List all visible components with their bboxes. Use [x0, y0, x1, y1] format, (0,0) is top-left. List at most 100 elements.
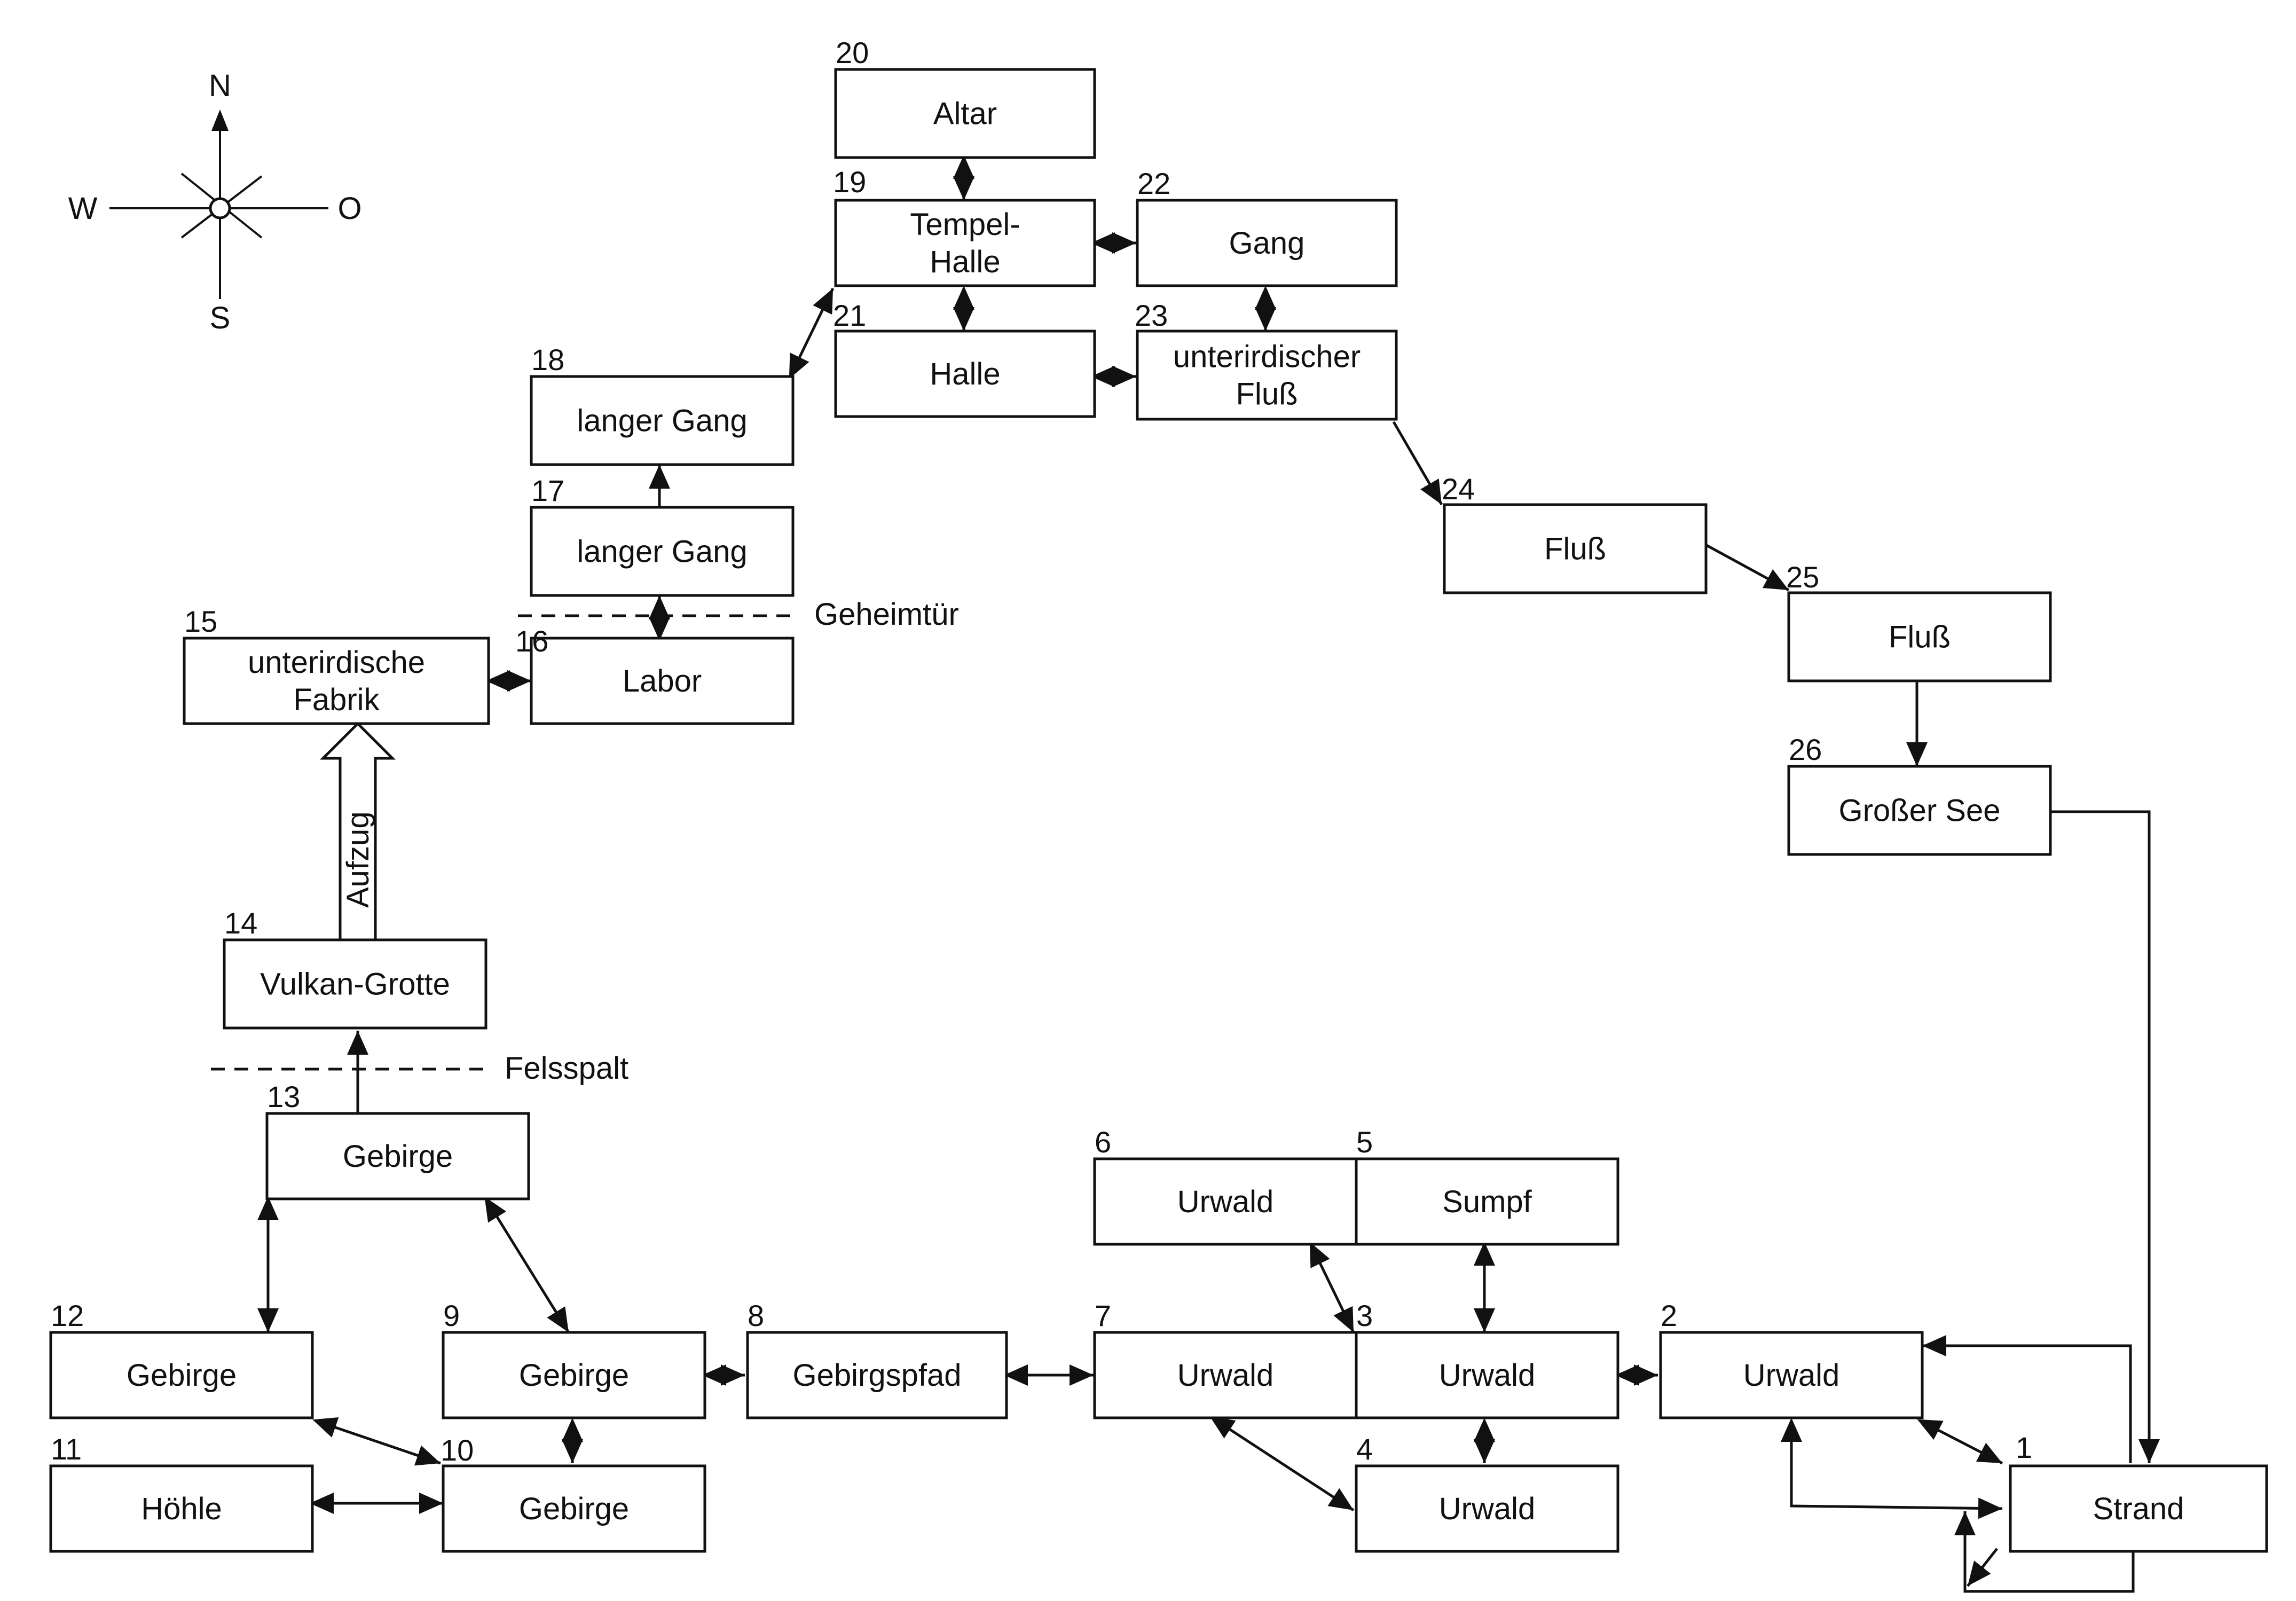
elevator-arrow: Aufzug: [319, 721, 396, 943]
room-number: 20: [836, 36, 869, 69]
room-name: Fluß: [1544, 532, 1606, 567]
compass-west-label: W: [68, 191, 98, 226]
room-name: Halle: [930, 245, 1000, 279]
room-box: [1136, 329, 1398, 421]
room-name: Altar: [933, 97, 997, 131]
room-number: 17: [531, 474, 564, 507]
room-number: 18: [531, 343, 564, 376]
room-name: langer Gang: [577, 535, 747, 569]
room-box: [834, 329, 1096, 418]
connection-12-10: [312, 1417, 441, 1466]
room-name: Urwald: [1743, 1358, 1840, 1393]
room-name: Vulkan-Grotte: [260, 967, 450, 1002]
elevator-label: Aufzug: [341, 811, 375, 908]
room-18: 18 langer Gang: [530, 343, 795, 466]
room-box: [834, 199, 1096, 287]
room-number: 16: [515, 624, 548, 658]
room-name: Sumpf: [1442, 1184, 1532, 1219]
room-number: 7: [1095, 1299, 1111, 1332]
room-17: 17 langer Gang: [530, 474, 795, 597]
room-number: 23: [1135, 299, 1168, 332]
room-box: [2009, 1464, 2268, 1553]
room-name: Gebirge: [519, 1492, 629, 1526]
room-name: Fabrik: [293, 682, 380, 717]
rock-crevice-label: Felsspalt: [505, 1051, 628, 1086]
room-name: Urwald: [1439, 1358, 1536, 1393]
connection-7-4: [1209, 1416, 1355, 1512]
compass-center: [209, 197, 231, 219]
room-name: Urwald: [1439, 1492, 1536, 1526]
compass-rose: N S W O: [68, 68, 362, 335]
compass-south-label: S: [210, 301, 231, 335]
room-box: [1093, 1331, 1358, 1419]
room-name: Tempel-: [910, 207, 1020, 242]
room-number: 13: [267, 1080, 300, 1113]
room-number: 9: [443, 1299, 460, 1332]
connection-2-to-1-lower: [1781, 1418, 2003, 1519]
room-number: 4: [1356, 1432, 1373, 1466]
room-number: 26: [1789, 733, 1822, 766]
connection-18-19: [789, 287, 835, 379]
room-name: unterirdische: [248, 645, 425, 680]
room-name: langer Gang: [577, 404, 747, 438]
room-name: Halle: [930, 357, 1000, 391]
room-box: [530, 506, 795, 597]
room-box: [1355, 1464, 1619, 1553]
connection-1-loop: [1954, 1511, 2135, 1593]
connection-2-1: [1917, 1419, 2003, 1465]
room-box: [223, 938, 487, 1030]
room-box: [834, 68, 1096, 159]
room-number: 8: [748, 1299, 764, 1332]
room-number: 24: [1442, 472, 1475, 506]
room-number: 10: [441, 1433, 474, 1467]
room-box: [746, 1331, 1008, 1419]
room-box: [49, 1464, 314, 1553]
room-name: Gang: [1229, 226, 1305, 261]
room-box: [183, 637, 490, 725]
compass-east-label: O: [337, 191, 361, 226]
room-box: [49, 1331, 314, 1419]
room-name: Höhle: [141, 1492, 222, 1526]
room-box: [265, 1112, 530, 1200]
secret-door-label: Geheimtür: [814, 597, 959, 632]
room-number: 1: [2016, 1431, 2032, 1464]
room-name: Fluß: [1236, 377, 1298, 412]
rooms: 1Strand2Urwald3Urwald4Urwald5Sumpf6Urwal…: [49, 36, 2268, 1553]
room-box: [442, 1331, 706, 1419]
room-name: Gebirge: [127, 1358, 237, 1393]
room-number: 11: [51, 1432, 82, 1466]
room-box: [530, 375, 795, 466]
connection-26-1: [2050, 810, 2160, 1463]
connection-1-loop-return: [1967, 1548, 1998, 1587]
room-number: 3: [1356, 1299, 1373, 1332]
room-name: Gebirge: [343, 1139, 453, 1174]
room-box: [1093, 1157, 1358, 1246]
room-number: 21: [833, 299, 866, 332]
room-number: 12: [51, 1299, 84, 1332]
room-number: 25: [1786, 560, 1819, 594]
connection-24-25: [1700, 540, 1790, 592]
connections: [257, 155, 2160, 1593]
room-box: [1355, 1331, 1619, 1419]
room-name: unterirdischer: [1173, 340, 1361, 374]
